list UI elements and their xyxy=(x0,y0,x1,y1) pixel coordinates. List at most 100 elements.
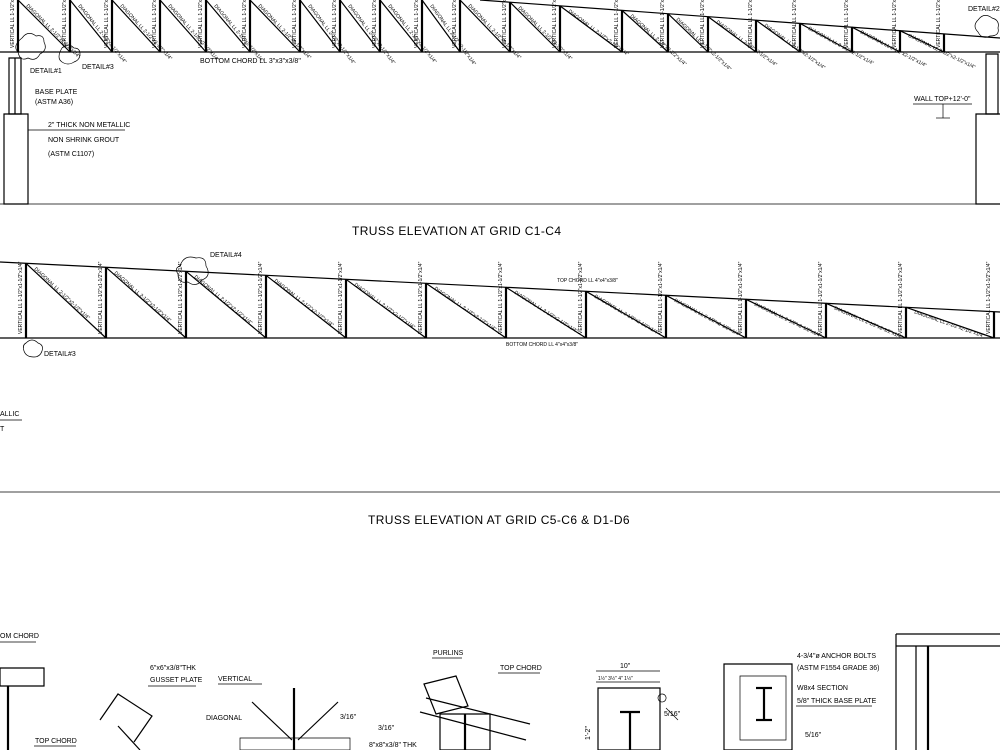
diagonal-label-2-6: DIAGONAL LL 2-1/2"x2-1/2"x1/4" xyxy=(433,286,498,333)
detail-1-cloud xyxy=(16,33,46,59)
detail-d-dim-sub: 1½" 3½" 4" 1½" xyxy=(598,675,633,682)
diagonal-label-2-5: DIAGONAL LL 2-1/2"x2-1/2"x1/4" xyxy=(353,282,416,331)
detail-b-chord xyxy=(100,694,152,742)
vertical-label-1-15: VERTICAL LL 1-1/2"x1-1/2"x1/4" xyxy=(660,0,666,48)
vertical-label-1-13: VERTICAL LL 1-1/2"x1-1/2"x1/4" xyxy=(552,0,558,48)
diagonal-label-1-3: DIAGONAL LL 2-1/2"x2-1/2"x1/4" xyxy=(119,3,174,62)
detail-c-chord-top xyxy=(426,698,530,724)
detail-3-cloud xyxy=(59,45,80,64)
diagonal-label-2-9: DIAGONAL LL 2-1/2"x2-1/2"x1/4" xyxy=(673,298,741,338)
diagonal-member-2-12 xyxy=(906,307,994,338)
detail-f-partial xyxy=(896,634,1000,750)
vertical-label-1-14: VERTICAL LL 1-1/2"x1-1/2"x1/4" xyxy=(614,0,620,48)
detail-b-web xyxy=(118,726,140,750)
top-chord-label-2: TOP CHORD LL 4"x4"x3/8" xyxy=(557,278,618,284)
diagonal-member-1-19 xyxy=(852,27,900,52)
detail-4-cloud xyxy=(176,257,208,285)
bottom-chord-label-2: BOTTOM CHORD LL 4"x4"x3/8" xyxy=(506,342,578,348)
detail-b-gusset-label-2: GUSSET PLATE xyxy=(150,677,203,684)
left-pier-1 xyxy=(4,114,28,204)
grout-label-3: (ASTM C1107) xyxy=(48,151,94,158)
diagonal-label-1-4: DIAGONAL LL 2-1/2"x2-1/2"x1/4" xyxy=(167,3,221,62)
vertical-label-2-4: VERTICAL LL 1-1/2"x1-1/2"x1/4" xyxy=(258,261,264,334)
vertical-label-1-9: VERTICAL LL 1-1/2"x1-1/2"x1/4" xyxy=(372,0,378,48)
vertical-label-2-1: VERTICAL LL 1-1/2"x1-1/2"x1/4" xyxy=(18,261,24,334)
diagonal-member-2-5 xyxy=(346,279,426,338)
vertical-label-1-4: VERTICAL LL 1-1/2"x1-1/2"x1/4" xyxy=(152,0,158,48)
diagonal-label-2-11: DIAGONAL LL 2-1/2"x2-1/2"x1/4" xyxy=(833,306,903,341)
wall-top-label: WALL TOP+12'-0" xyxy=(914,96,971,103)
vertical-label-1-19: VERTICAL LL 1-1/2"x1-1/2"x1/4" xyxy=(844,0,850,48)
diagonal-label-1-5: DIAGONAL LL 2-1/2"x2-1/2"x1/4" xyxy=(212,3,264,63)
vertical-label-1-21: VERTICAL LL 1-1/2"x1-1/2"x1/4" xyxy=(936,0,942,48)
grout-label-1: 2" THICK NON METALLIC xyxy=(48,122,130,129)
truss-elevation-c5-c6-d1-d6: VERTICAL LL 1-1/2"x1-1/2"x1/4"DIAGONAL L… xyxy=(0,252,1000,527)
detail-a-chord xyxy=(0,668,44,686)
top-chord-1 xyxy=(480,0,1000,38)
detail-e-pier xyxy=(724,664,792,750)
diagonal-label-1-12: DIAGONAL LL 2-1/2"x2-1/2"x1/4" xyxy=(517,5,574,62)
detail-4-label: DETAIL#4 xyxy=(210,252,242,259)
detail-b-vertical-label: VERTICAL xyxy=(218,676,252,683)
diagonal-member-2-6 xyxy=(426,283,506,338)
diagonal-member-1-17 xyxy=(756,20,800,52)
diagonal-member-1-9 xyxy=(380,0,422,52)
detail-c-weld-label: 3/16" xyxy=(378,725,395,732)
diagonal-member-1-13 xyxy=(560,6,622,52)
vertical-label-2-10: VERTICAL LL 1-1/2"x1-1/2"x1/4" xyxy=(738,261,744,334)
diagonal-label-1-9: DIAGONAL LL 2-1/2"x2-1/2"x1/4" xyxy=(386,3,437,64)
truss-members-1: VERTICAL LL 1-1/2"x1-1/2"x1/4"DIAGONAL L… xyxy=(10,0,976,72)
elevation-title-1: TRUSS ELEVATION AT GRID C1-C4 xyxy=(352,224,561,238)
diagonal-member-1-2 xyxy=(70,0,112,52)
detail-c-purlins-label: PURLINS xyxy=(433,650,464,657)
vertical-label-1-3: VERTICAL LL 1-1/2"x1-1/2"x1/4" xyxy=(104,0,110,48)
detail-3-label: DETAIL#3 xyxy=(82,64,114,71)
detail-e-weld-label: 5/16" xyxy=(805,732,822,739)
detail-e-plate-label: 5/8" THICK BASE PLATE xyxy=(797,698,877,705)
diagonal-member-2-8 xyxy=(586,291,666,338)
detail-a-bottom-chord: OM CHORD TOP CHORD xyxy=(0,633,77,750)
diagonal-label-2-1: DIAGONAL LL 2-1/2"x2-1/2"x1/4" xyxy=(33,266,91,321)
vertical-label-1-5: VERTICAL LL 1-1/2"x1-1/2"x1/4" xyxy=(198,0,204,48)
detail-e-plate xyxy=(740,676,786,740)
detail-b-diagonal-label: DIAGONAL xyxy=(206,715,242,722)
detail-e-anchor-label: 4-3/4"ø ANCHOR BOLTS xyxy=(797,653,876,660)
vertical-label-1-10: VERTICAL LL 1-1/2"x1-1/2"x1/4" xyxy=(414,0,420,48)
diagonal-member-1-8 xyxy=(340,0,380,52)
vertical-label-1-8: VERTICAL LL 1-1/2"x1-1/2"x1/4" xyxy=(332,0,338,48)
diagonal-member-1-16 xyxy=(708,17,756,52)
truss-elevation-c1-c4: VERTICAL LL 1-1/2"x1-1/2"x1/4"DIAGONAL L… xyxy=(0,0,1000,238)
vertical-label-2-6: VERTICAL LL 1-1/2"x1-1/2"x1/4" xyxy=(418,261,424,334)
detail-c-top-chord-label: TOP CHORD xyxy=(500,665,542,672)
vertical-label-1-17: VERTICAL LL 1-1/2"x1-1/2"x1/4" xyxy=(748,0,754,48)
diagonal-member-1-20 xyxy=(900,31,944,52)
vertical-label-2-5: VERTICAL LL 1-1/2"x1-1/2"x1/4" xyxy=(338,261,344,334)
vertical-label-1-12: VERTICAL LL 1-1/2"x1-1/2"x1/4" xyxy=(502,0,508,48)
diagonal-member-2-7 xyxy=(506,287,586,338)
diagonal-member-1-10 xyxy=(422,0,460,52)
diagonal-member-1-6 xyxy=(250,0,300,52)
grout-label-2: NON SHRINK GROUT xyxy=(48,137,120,144)
diagonal-member-2-4 xyxy=(266,275,346,338)
vertical-label-2-8: VERTICAL LL 1-1/2"x1-1/2"x1/4" xyxy=(578,261,584,334)
detail-d-section: 10" 1½" 3½" 4" 1½" 1'-2" 5/16" xyxy=(585,663,681,750)
detail-c-purlin: PURLINS TOP CHORD 3/16" 8"x8"x3/8" THK xyxy=(369,650,542,750)
right-pier-1 xyxy=(976,114,1000,204)
diagonal-label-1-1: DIAGONAL LL 2-1/2"x2-1/2"x1/4" xyxy=(25,3,82,60)
bottom-chord-label-1: BOTTOM CHORD LL 3"x3"x3/8" xyxy=(200,58,301,65)
vertical-label-2-12: VERTICAL LL 1-1/2"x1-1/2"x1/4" xyxy=(898,261,904,334)
detail-b-weld-label: 3/16" xyxy=(340,714,357,721)
diagonal-member-1-7 xyxy=(300,0,340,52)
detail-b-plate xyxy=(240,738,350,750)
diagonal-member-2-9 xyxy=(666,295,746,338)
detail-2-label: DETAIL#2 xyxy=(968,6,1000,13)
diagonal-member-1-11 xyxy=(460,0,510,52)
detail-c-purlin-section xyxy=(423,675,469,715)
astm-a36-label: (ASTM A36) xyxy=(35,99,73,106)
vertical-label-1-20: VERTICAL LL 1-1/2"x1-1/2"x1/4" xyxy=(892,0,898,48)
diagonal-member-1-5 xyxy=(206,0,250,52)
right-column-1 xyxy=(986,54,998,114)
diagonal-label-2-10: DIAGONAL LL 2-1/2"x2-1/2"x1/4" xyxy=(753,302,822,340)
vertical-label-1-2: VERTICAL LL 1-1/2"x1-1/2"x1/4" xyxy=(62,0,68,48)
